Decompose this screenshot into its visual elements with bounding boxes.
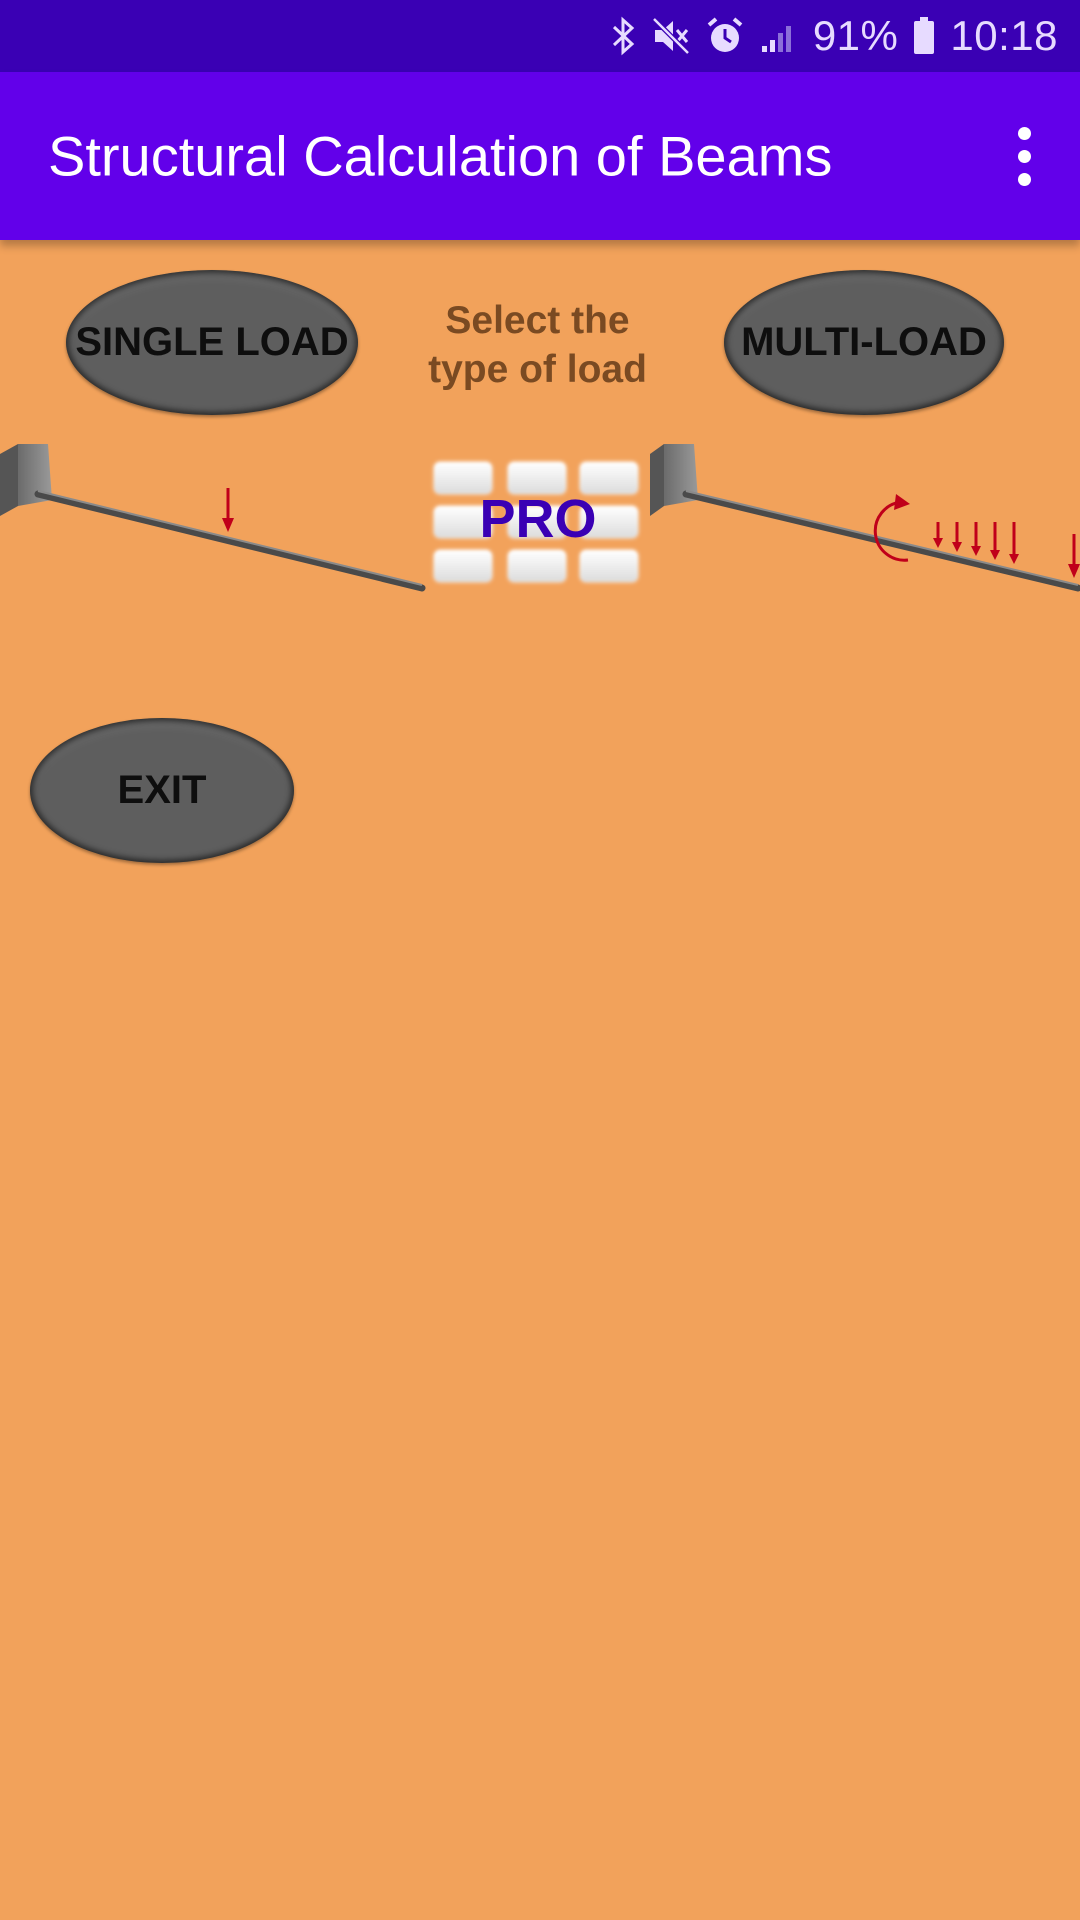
multi-load-beam-image[interactable] [646, 430, 1080, 600]
point-load-arrow-icon [222, 488, 234, 532]
status-bar: 91% 10:18 [0, 0, 1080, 72]
single-load-beam-image[interactable] [0, 430, 440, 600]
bluetooth-icon [611, 16, 637, 56]
distributed-load-arrows-icon [933, 522, 1019, 564]
moment-arrow-icon [873, 494, 910, 562]
pro-label: PRO [479, 489, 597, 549]
multi-load-button[interactable]: MULTI-LOAD [724, 270, 1004, 415]
signal-icon [759, 16, 799, 56]
battery-percent: 91% [812, 12, 899, 59]
select-label-line2: type of load [428, 348, 647, 391]
select-load-type-label: Select the type of load [400, 296, 675, 394]
single-load-button[interactable]: SINGLE LOAD [66, 270, 358, 415]
app-title: Structural Calculation of Beams [48, 124, 833, 188]
battery-icon [912, 16, 936, 56]
exit-button[interactable]: EXIT [30, 718, 294, 863]
clock: 10:18 [950, 12, 1058, 59]
point-load-arrow-icon [1068, 534, 1080, 578]
more-vert-icon[interactable] [998, 111, 1050, 201]
select-label-line1: Select the [445, 299, 630, 342]
app-bar: Structural Calculation of Beams [0, 72, 1080, 240]
pro-badge[interactable]: PRO [430, 458, 646, 586]
alarm-icon [705, 16, 745, 56]
mute-icon [651, 16, 691, 56]
